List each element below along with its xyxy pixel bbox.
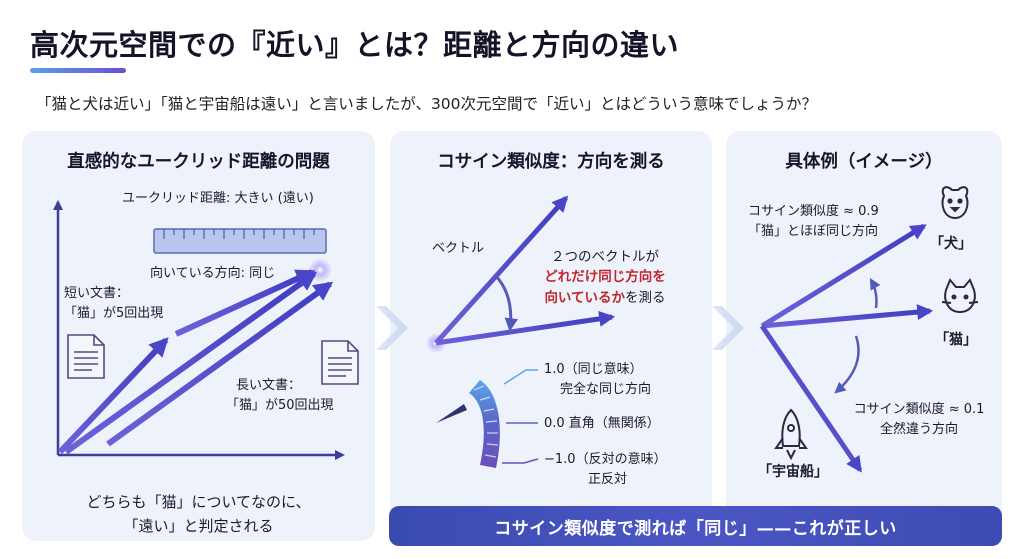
page-title: 高次元空間での『近い』とは？距離と方向の違い	[30, 28, 680, 62]
rocket-angle-arrow	[834, 335, 860, 394]
chevron-separator-2	[712, 306, 744, 350]
scale-bottom-label: −1.0（反対の意味） 正反対	[544, 450, 667, 489]
dog-vector	[760, 223, 927, 329]
page-subtitle: 「猫と犬は近い」「猫と宇宙船は遠い」と言いましたが、300次元空間で「近い」とは…	[36, 95, 818, 113]
similarity-gauge	[469, 380, 500, 468]
chevron-separator-1	[376, 306, 408, 350]
rocket-label: 「宇宙船」	[758, 464, 828, 480]
rocket-similarity-label: コサイン類似度 ≈ 0.1 全然違う方向	[838, 400, 1000, 439]
direction-vector	[174, 269, 316, 337]
dog-label: 「犬」	[930, 236, 972, 252]
rocket-similarity-line2: 全然違う方向	[879, 421, 958, 437]
rocket-icon	[774, 408, 808, 461]
cosine-vector-b	[435, 310, 616, 346]
long-document-label: 長い文書： 「猫」が50回出現	[226, 376, 334, 415]
gauge-leader-top	[503, 369, 538, 385]
panel-example: 具体例（イメージ）	[726, 131, 1002, 541]
euclidean-conclusion-line1: どちらも「猫」についてなのに、	[86, 493, 311, 511]
short-document-vector	[57, 337, 169, 455]
cosine-vector-a	[434, 195, 569, 345]
cosine-description-line2: どれだけ同じ方向を	[544, 269, 666, 286]
document-icon-long	[321, 340, 359, 385]
cosine-description-line3-red: 向いているか	[544, 289, 626, 306]
scale-top-label: 1.0（同じ意味） 完全な同じ方向	[544, 360, 651, 399]
cat-vector	[761, 304, 934, 329]
title-underline	[30, 68, 126, 73]
direction-label: 向いている方向: 同じ	[150, 266, 276, 281]
cosine-description-line1: ２つのベクトルが	[551, 249, 659, 265]
scale-bottom-value: −1.0（反対の意味）	[544, 452, 667, 467]
dog-similarity-label: コサイン類似度 ≈ 0.9 「猫」とほぼ同じ方向	[748, 202, 879, 241]
vector-label: ベクトル	[432, 241, 485, 256]
dog-similarity-line2: 「猫」とほぼ同じ方向	[748, 223, 879, 239]
conclusion-banner: コサイン類似度で測れば「同じ」——これが正しい	[389, 506, 1002, 546]
cosine-description-line3-rest: を測る	[625, 289, 666, 306]
euclidean-conclusion-line2: 「遠い」と判定される	[123, 517, 274, 535]
conclusion-banner-text: コサイン類似度で測れば「同じ」——これが正しい	[494, 518, 897, 539]
rocket-similarity-line1: コサイン類似度 ≈ 0.1	[853, 402, 985, 417]
long-document-line1: 長い文書：	[236, 378, 302, 393]
short-document-label: 短い文書： 「猫」が5回出現	[64, 284, 163, 323]
panel-euclidean-title: 直感的なユークリッド距離の問題	[67, 152, 330, 172]
short-document-line2: 「猫」が5回出現	[64, 305, 164, 321]
cat-label: 「猫」	[935, 332, 977, 348]
dog-icon	[941, 186, 969, 220]
long-document-vector	[64, 271, 318, 455]
rocket-vector	[759, 324, 863, 473]
cat-icon	[941, 278, 979, 314]
panel-example-title: 具体例（イメージ）	[785, 152, 943, 172]
dog-similarity-line1: コサイン類似度 ≈ 0.9	[748, 204, 879, 219]
panel-cosine-title: コサイン類似度：方向を測る	[437, 152, 665, 172]
euclidean-conclusion: どちらも「猫」についてなのに、 「遠い」と判定される	[22, 490, 375, 538]
angle-arc-arrow	[494, 274, 518, 332]
cosine-description: ２つのベクトルが どれだけ同じ方向を 向いているかを測る	[520, 247, 690, 308]
long-document-vector-2	[106, 281, 334, 447]
dog-angle-arrow	[869, 278, 881, 309]
euclidean-distance-label: ユークリッド距離: 大きい (遠い)	[122, 191, 314, 206]
scale-top-desc: 完全な同じ方向	[560, 381, 652, 397]
scale-bottom-desc: 正反対	[588, 471, 628, 487]
ruler-icon	[153, 228, 327, 254]
short-document-line1: 短い文書：	[64, 286, 130, 301]
scale-top-value: 1.0（同じ意味）	[544, 362, 643, 377]
long-document-line2: 「猫」が50回出現	[226, 397, 334, 413]
gauge-leader-bottom	[502, 458, 539, 464]
scale-mid-label: 0.0 直角（無関係）	[544, 416, 660, 431]
document-icon-short	[67, 334, 105, 379]
gauge-needle	[436, 404, 467, 423]
